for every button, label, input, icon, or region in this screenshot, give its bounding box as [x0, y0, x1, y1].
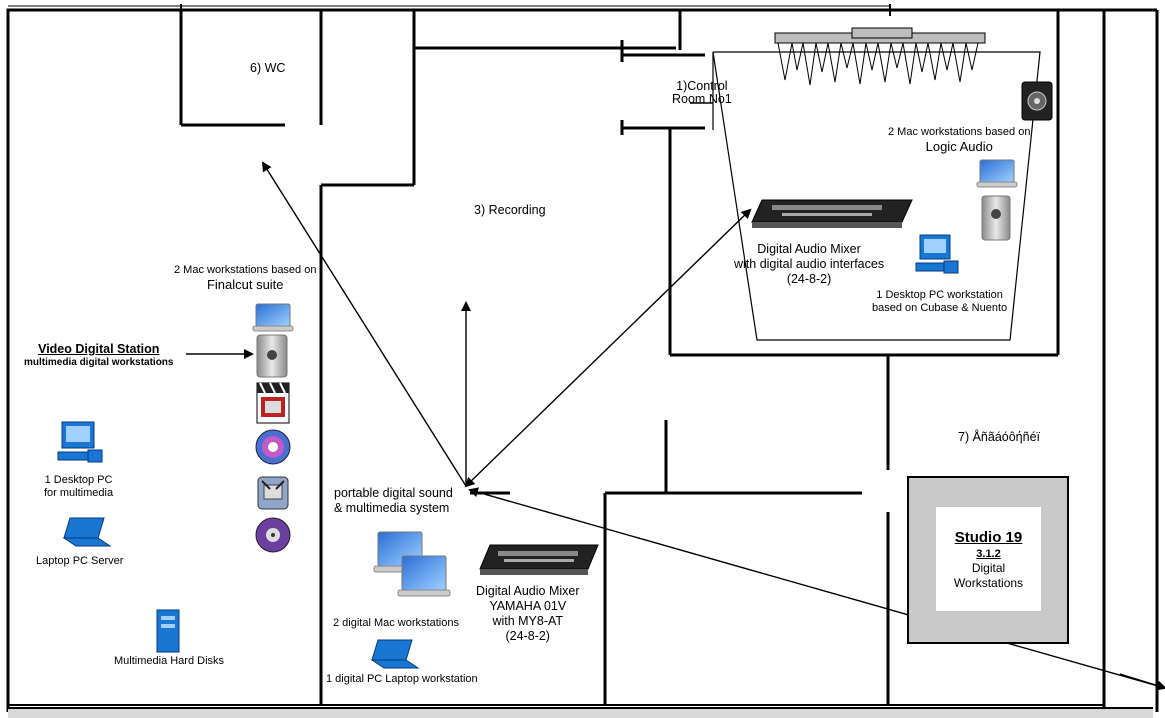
corridor-walls	[319, 10, 676, 705]
portable-macs-caption: 2 digital Mac workstations	[333, 617, 459, 629]
laptop-icon	[397, 555, 451, 597]
control-pc-line1: 1 Desktop PC workstation	[876, 289, 1003, 301]
video-station-subtitle: multimedia digital workstations	[24, 357, 174, 368]
control-mac-caption-line2: Logic Audio	[925, 139, 993, 154]
logic-audio-icon	[1021, 81, 1053, 121]
desktop-pc-icon	[57, 421, 103, 463]
mac-tower-icon	[981, 195, 1011, 241]
outer-walls	[6, 8, 1106, 712]
mac-tower-icon	[256, 334, 288, 378]
video-mac-caption-line1: 2 Mac workstations based on	[174, 264, 317, 276]
studio-desc-line2: Workstations	[953, 576, 1024, 590]
control-pc-caption: 1 Desktop PC workstation based on Cubase…	[872, 289, 1007, 315]
bottom-bar	[8, 707, 1153, 718]
hard-disks-caption: Multimedia Hard Disks	[114, 655, 225, 667]
control-mixer-line1: Digital Audio Mixer	[757, 242, 861, 256]
portable-title-line1: portable digital sound	[334, 486, 453, 500]
final-cut-icon	[256, 382, 290, 424]
desktop-pc-icon	[915, 234, 959, 274]
control-mac-caption: 2 Mac workstations based on Logic Audio	[888, 126, 1030, 154]
control-mac-caption-line1: 2 Mac workstations based on	[888, 126, 1031, 138]
dvd-studio-icon	[255, 517, 291, 553]
room7-walls	[470, 355, 890, 705]
studio-desc-line1: Digital	[971, 561, 1006, 575]
room-wc-label: 6) WC	[250, 61, 286, 75]
control-mixer-line3: (24-8-2)	[786, 272, 832, 286]
connection-arrows	[186, 161, 1165, 691]
control-pc-line2: based on Cubase & Nuento	[872, 302, 1008, 314]
desktop-multimedia-line2: for multimedia	[44, 487, 114, 499]
compressor-icon	[257, 476, 289, 510]
mixer-icon	[479, 544, 599, 575]
motion-icon	[255, 429, 291, 465]
studio-box: Studio 19 3.1.2 Digital Workstations	[907, 476, 1069, 644]
portable-title-line2: & multimedia system	[334, 501, 450, 515]
studio-code: 3.1.2	[976, 548, 1001, 560]
hard-disk-icon	[156, 609, 180, 653]
laptop-icon	[370, 639, 420, 669]
portable-mixer-line2: YAMAHA 01V	[489, 599, 567, 613]
acoustic-diffuser-icon	[774, 27, 986, 86]
laptop-icon	[976, 159, 1018, 188]
room-control-label: 1)Control Room No1	[672, 80, 732, 106]
room-7-label: 7) Åñãáóôήñéï	[958, 430, 1041, 444]
laptop-icon	[252, 303, 294, 332]
arrow-to-studio	[468, 487, 1165, 689]
room-recording-label: 3) Recording	[474, 203, 546, 217]
desktop-multimedia-line1: 1 Desktop PC	[44, 474, 113, 486]
wc-walls	[179, 10, 323, 127]
control-mixer-line2: with digital audio interfaces	[734, 257, 885, 271]
control-mixer-caption: Digital Audio Mixer with digital audio i…	[734, 242, 884, 287]
portable-pc-laptop-caption: 1 digital PC Laptop workstation	[326, 673, 478, 685]
portable-mixer-line4: (24-8-2)	[505, 629, 550, 643]
laptop-server-caption: Laptop PC Server	[36, 555, 124, 567]
arrow-to-wc	[261, 161, 467, 487]
room-control-label-line1: 1)Control	[676, 79, 728, 93]
room-control-label-line2: Room No1	[672, 92, 732, 106]
portable-mixer-line3: with MY8-AT	[492, 614, 564, 628]
mixer-icon	[751, 199, 913, 228]
laptop-icon	[62, 517, 112, 547]
portable-mixer-caption: Digital Audio Mixer YAMAHA 01V with MY8-…	[476, 584, 580, 644]
video-station-title: Video Digital Station	[38, 342, 160, 356]
desktop-multimedia-caption: 1 Desktop PC for multimedia	[44, 474, 113, 500]
video-mac-caption-line2: Finalcut suite	[206, 277, 284, 292]
portable-system-title: portable digital sound & multimedia syst…	[334, 486, 453, 516]
portable-mixer-line1: Digital Audio Mixer	[476, 584, 580, 598]
studio-title: Studio 19	[954, 529, 1023, 546]
arrow-to-control-room	[464, 208, 752, 488]
video-station-title-block: Video Digital Station multimedia digital…	[24, 343, 173, 369]
studio-inner: Studio 19 3.1.2 Digital Workstations	[936, 507, 1041, 611]
video-mac-caption: 2 Mac workstations based on Finalcut sui…	[174, 264, 316, 292]
